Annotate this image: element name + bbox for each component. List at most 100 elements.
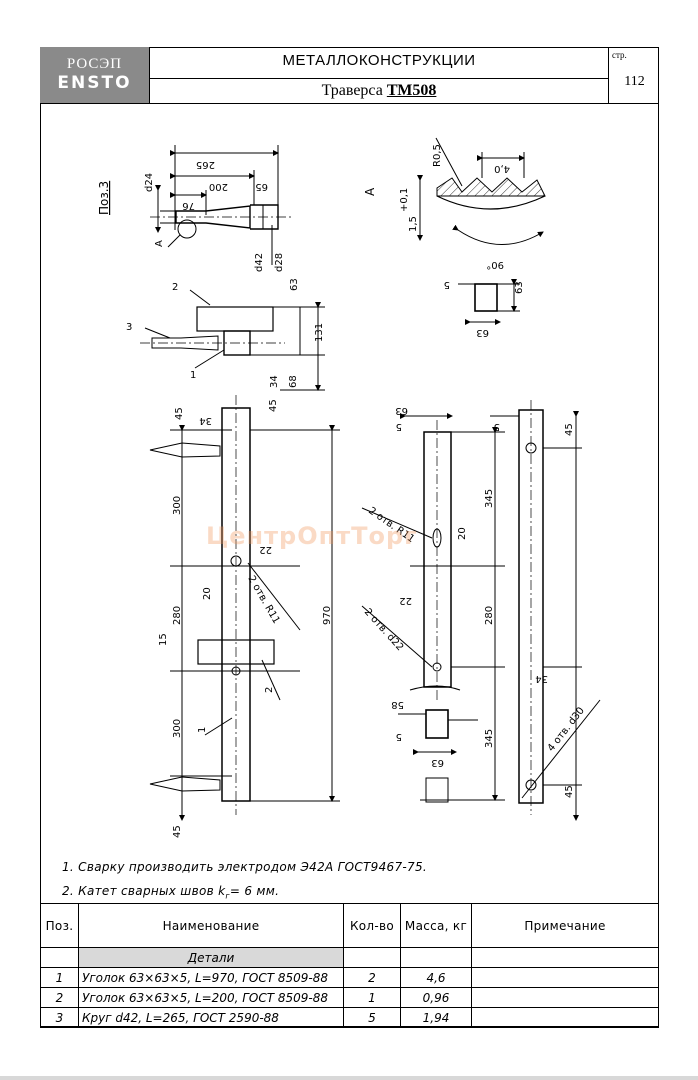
section-empty [400, 947, 472, 968]
row-note [471, 987, 659, 1008]
table-row: 2 Уголок 63×63×5, L=200, ГОСТ 8509-88 1 … [40, 987, 659, 1008]
logo-line1: РОСЭП [66, 56, 123, 72]
logo-line2: ENSTO [57, 73, 132, 93]
subtitle-code: ТМ508 [386, 82, 437, 99]
part-view [361, 413, 505, 803]
pv-dim-22: 22 [399, 595, 412, 606]
fv-dim-22: 22 [259, 544, 272, 555]
section-label: Детали [78, 947, 344, 968]
rv-dim-5: 5 [494, 421, 500, 432]
side-callout-2: 2 [172, 282, 178, 293]
section-mark-a: A [154, 240, 165, 247]
dim-r05: R0,5 [432, 144, 443, 167]
fv-callout-2: 2 [264, 687, 275, 693]
dim-d28: d28 [274, 253, 285, 272]
side-dim-63: 63 [289, 278, 300, 291]
angle-section-view [458, 279, 520, 325]
watermark: ЦентрОптТорг [206, 522, 418, 550]
pv-dim-34: 34 [535, 673, 548, 684]
section-empty [471, 947, 659, 968]
title-divider [150, 78, 608, 79]
page-label: стр. [612, 50, 627, 60]
row-note [471, 1007, 659, 1028]
table-section-row: Детали [40, 947, 659, 968]
sec-dim-5: 5 [444, 279, 450, 290]
bottom-bar [0, 1076, 698, 1080]
dim-200: 200 [209, 181, 228, 192]
fv-callout-1: 1 [197, 727, 208, 733]
dim-65: 65 [255, 181, 268, 192]
rv-hole-note: 4 отв. d30 [546, 705, 587, 753]
specification-table: Поз. Наименование Кол-во Масса, кг Приме… [40, 903, 659, 1028]
pv-dim-63: 63 [395, 405, 408, 416]
dim-1-5: 1,5 [408, 216, 419, 232]
dim-90deg: 90° [486, 259, 504, 270]
subtitle-prefix: Траверса [321, 82, 387, 99]
row-mass: 0,96 [400, 987, 472, 1008]
pv-hole-note-2: 2 отв. d22 [362, 607, 406, 654]
document-subtitle: Траверса ТМ508 [150, 82, 608, 100]
fv-dim-45-bottom: 45 [172, 825, 183, 838]
row-qty: 5 [343, 1007, 401, 1028]
rv-dim-45-bottom: 45 [564, 785, 575, 798]
document-title: МЕТАЛЛОКОНСТРУКЦИИ [282, 52, 476, 69]
dim-d42: d42 [254, 253, 265, 272]
pv-dim-58: 58 [391, 699, 404, 710]
rv-dim-45-top: 45 [564, 423, 575, 436]
pv-dim-345b: 345 [484, 729, 495, 748]
fv-dim-300b: 300 [172, 719, 183, 738]
row-name: Уголок 63×63×5, L=200, ГОСТ 8509-88 [78, 987, 344, 1008]
sec-dim-63a: 63 [514, 281, 525, 294]
pv-dim-63b: 63 [431, 757, 444, 768]
pos3-label: Поз.3 [97, 181, 111, 215]
row-qty: 2 [343, 967, 401, 988]
front-view [149, 395, 340, 821]
pv-dim-5: 5 [396, 421, 402, 432]
table-row: 1 Уголок 63×63×5, L=970, ГОСТ 8509-88 2 … [40, 967, 659, 988]
right-view [490, 400, 601, 821]
section-empty [40, 947, 79, 968]
fv-dim-34: 34 [199, 415, 212, 426]
side-view [140, 289, 325, 391]
col-qty: Кол-во [343, 903, 401, 948]
fv-dim-300a: 300 [172, 496, 183, 515]
row-mass: 4,6 [400, 967, 472, 988]
row-mass: 1,94 [400, 1007, 472, 1028]
row-name: Уголок 63×63×5, L=970, ГОСТ 8509-88 [78, 967, 344, 988]
side-dim-68: 68 [288, 375, 299, 388]
dim-tol: +0,1 [399, 188, 410, 212]
side-dim-131: 131 [314, 323, 325, 342]
title-block-bottom-border [40, 103, 659, 104]
row-pos: 2 [40, 987, 79, 1008]
company-logo: РОСЭП ENSTO [40, 47, 150, 103]
col-name: Наименование [78, 903, 344, 948]
side-dim-34: 34 [269, 375, 280, 388]
table-header-row: Поз. Наименование Кол-во Масса, кг Приме… [40, 903, 659, 948]
note-2-suffix: = 6 мм. [229, 884, 280, 898]
col-mass: Масса, кг [400, 903, 472, 948]
page-cell-border [608, 47, 609, 103]
row-pos: 1 [40, 967, 79, 988]
fv-dim-45-top: 45 [174, 407, 185, 420]
pv-dim-280: 280 [484, 606, 495, 625]
row-note [471, 967, 659, 988]
fv-dim-970: 970 [322, 606, 333, 625]
section-empty [343, 947, 401, 968]
note-2: 2. Катет сварных швов kг= 6 мм. [62, 884, 279, 900]
row-qty: 1 [343, 987, 401, 1008]
fv-dim-15: 15 [158, 633, 169, 646]
dim-76: 76 [182, 200, 195, 211]
side-callout-1: 1 [190, 370, 196, 381]
note-2-prefix: 2. Катет сварных швов k [62, 884, 226, 898]
fv-dim-280: 280 [172, 606, 183, 625]
pv-dim-345a: 345 [484, 489, 495, 508]
dim-d24: d24 [144, 173, 155, 192]
note-2-sub: г [225, 891, 230, 901]
detail-a-view [417, 137, 546, 245]
col-pos: Поз. [40, 903, 79, 948]
side-callout-3: 3 [126, 322, 132, 333]
table-row: 3 Круг d42, L=265, ГОСТ 2590-88 5 1,94 [40, 1007, 659, 1028]
pv-dim-20: 20 [457, 527, 468, 540]
pos3-view [150, 145, 292, 265]
